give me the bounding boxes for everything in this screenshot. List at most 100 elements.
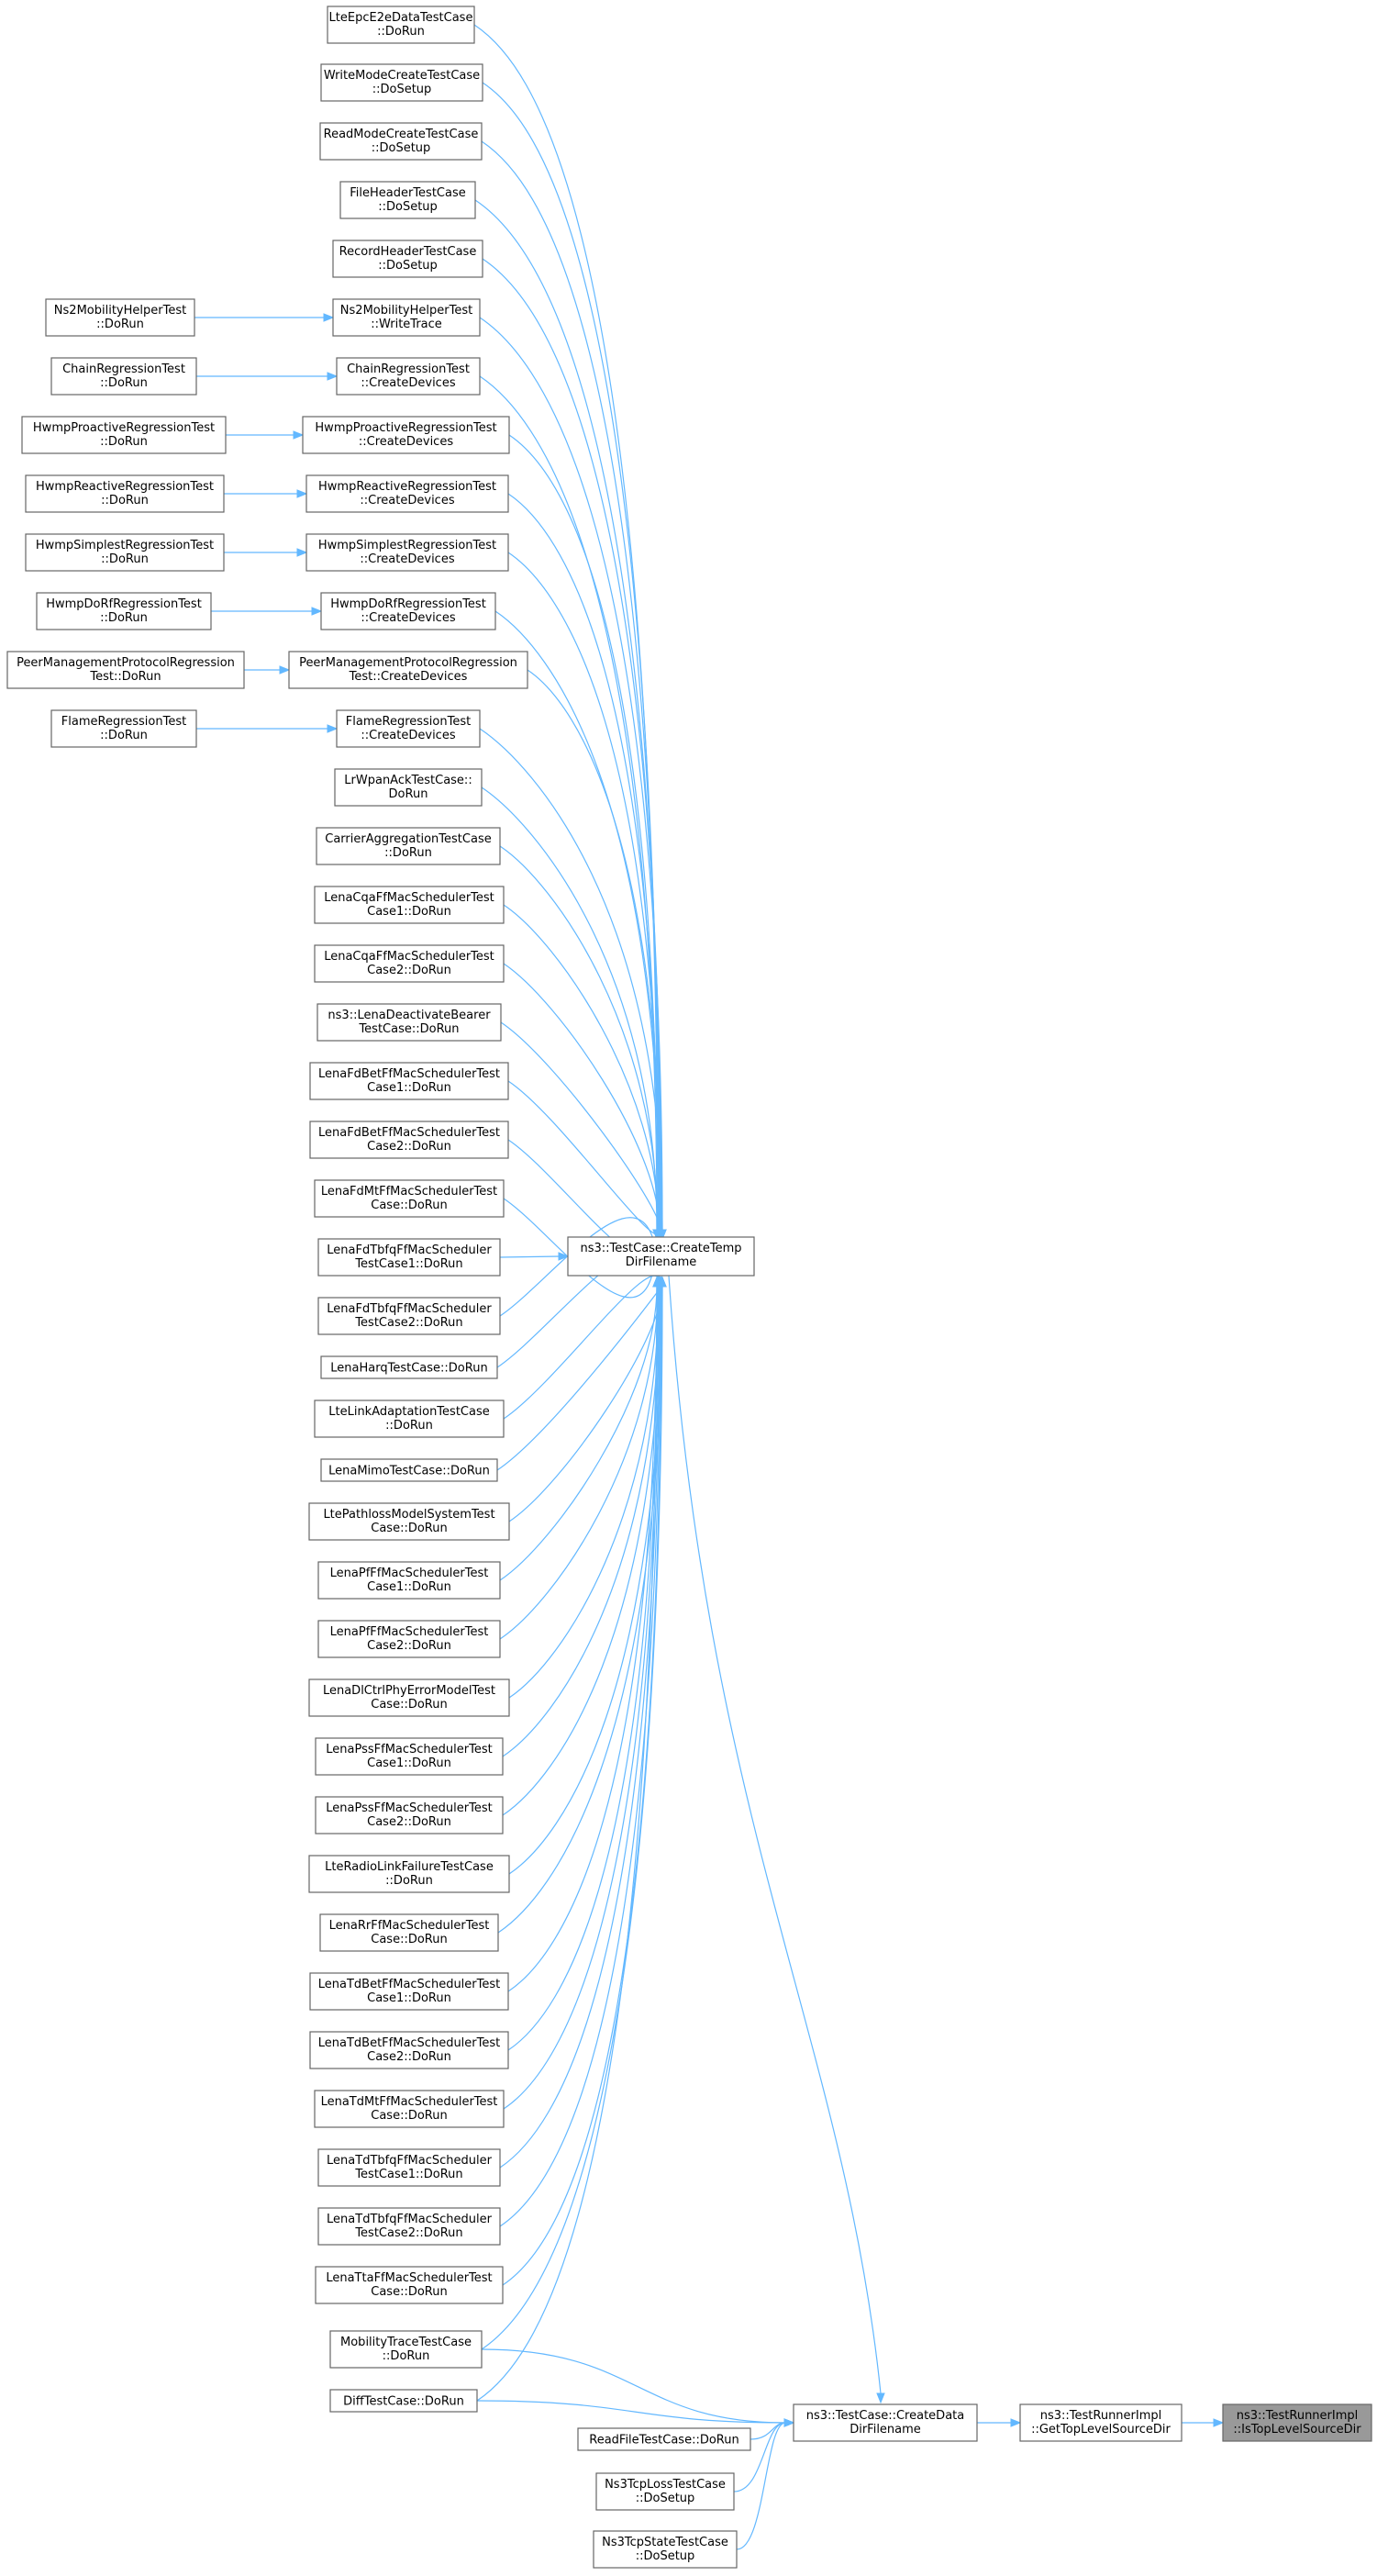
node-hwmpreadorun[interactable]: HwmpReactiveRegressionTest::DoRun (25, 474, 225, 513)
node-box[interactable] (336, 357, 481, 396)
node-hwmpdorfrun[interactable]: HwmpDoRfRegressionTest::DoRun (36, 592, 212, 630)
node-hwmpsimrun[interactable]: HwmpSimplestRegressionTest::DoRun (25, 533, 225, 572)
node-carrier[interactable]: CarrierAggregationTestCase::DoRun (316, 827, 501, 865)
node-box[interactable] (315, 2266, 504, 2304)
node-box[interactable] (36, 592, 212, 630)
node-readmode[interactable]: ReadModeCreateTestCase::DoSetup (319, 122, 483, 161)
node-box[interactable] (314, 1400, 505, 1438)
node-box[interactable] (320, 592, 496, 630)
node-box[interactable] (314, 2090, 505, 2128)
node-box[interactable] (332, 240, 483, 278)
node-box[interactable] (309, 2031, 509, 2069)
node-box[interactable] (308, 1502, 510, 1541)
node-peercd[interactable]: PeerManagementProtocolRegressionTest::Cr… (288, 651, 528, 689)
node-fileheader[interactable]: FileHeaderTestCase::DoSetup (339, 181, 476, 219)
node-box[interactable] (317, 2207, 501, 2246)
node-box[interactable] (305, 474, 509, 513)
node-box[interactable] (50, 357, 197, 396)
node-box[interactable] (309, 1972, 509, 2011)
node-chaindorun[interactable]: ChainRegressionTest::DoRun (50, 357, 197, 396)
node-flamecd[interactable]: FlameRegressionTest::CreateDevices (336, 709, 481, 748)
node-mimo[interactable]: LenaMimoTestCase::DoRun (320, 1458, 498, 1482)
node-box[interactable] (317, 1561, 501, 1600)
node-box[interactable] (329, 2330, 483, 2369)
node-box[interactable] (317, 1238, 501, 1277)
node-box[interactable] (339, 181, 476, 219)
node-box[interactable] (595, 2472, 735, 2511)
node-box[interactable] (316, 1003, 502, 1042)
node-box[interactable] (593, 2530, 738, 2569)
node-harq[interactable]: LenaHarqTestCase::DoRun (320, 1355, 498, 1379)
node-lteepc[interactable]: LteEpcE2eDataTestCase::DoRun (327, 6, 475, 44)
node-readfile[interactable]: ReadFileTestCase::DoRun (577, 2427, 751, 2451)
node-box[interactable] (25, 533, 225, 572)
node-box[interactable] (1222, 2403, 1372, 2442)
node-rlf[interactable]: LteRadioLinkFailureTestCase::DoRun (308, 1855, 510, 1893)
node-hwmpreacd[interactable]: HwmpReactiveRegressionTest::CreateDevice… (305, 474, 509, 513)
node-box[interactable] (319, 1913, 499, 1952)
node-hwmpdorfcd[interactable]: HwmpDoRfRegressionTest::CreateDevices (320, 592, 496, 630)
node-box[interactable] (308, 1678, 510, 1717)
node-box[interactable] (334, 768, 483, 807)
node-box[interactable] (309, 1062, 509, 1100)
node-box[interactable] (45, 298, 195, 337)
node-linkadapt[interactable]: LteLinkAdaptationTestCase::DoRun (314, 1400, 505, 1438)
node-box[interactable] (567, 1236, 755, 1277)
node-hwmpprorun[interactable]: HwmpProactiveRegressionTest::DoRun (21, 416, 227, 454)
node-box[interactable] (50, 709, 197, 748)
node-box[interactable] (308, 1855, 510, 1893)
node-box[interactable] (317, 2148, 501, 2187)
node-box[interactable] (320, 1355, 498, 1379)
node-ns2dorun[interactable]: Ns2MobilityHelperTest::DoRun (45, 298, 195, 337)
node-box[interactable] (329, 2389, 478, 2413)
node-box[interactable] (316, 827, 501, 865)
node-box[interactable] (314, 1179, 505, 1218)
node-tcpstate[interactable]: Ns3TcpStateTestCase::DoSetup (593, 2530, 738, 2569)
node-box[interactable] (6, 651, 245, 689)
node-box[interactable] (314, 886, 505, 924)
node-box[interactable] (327, 6, 475, 44)
node-box[interactable] (320, 1458, 498, 1482)
node-ns2writetrace[interactable]: Ns2MobilityHelperTest::WriteTrace (332, 298, 481, 337)
node-hwmpprocd[interactable]: HwmpProactiveRegressionTest::CreateDevic… (302, 416, 510, 454)
node-box[interactable] (577, 2427, 751, 2451)
node-box[interactable] (319, 122, 483, 161)
node-hwmpsimcd[interactable]: HwmpSimplestRegressionTest::CreateDevice… (305, 533, 509, 572)
node-gettop[interactable]: ns3::TestRunnerImpl::GetTopLevelSourceDi… (1019, 2403, 1183, 2442)
node-diff[interactable]: DiffTestCase::DoRun (329, 2389, 478, 2413)
node-peerrun[interactable]: PeerManagementProtocolRegressionTest::Do… (6, 651, 245, 689)
node-box[interactable] (309, 1121, 509, 1159)
node-flamerun[interactable]: FlameRegressionTest::DoRun (50, 709, 197, 748)
node-box[interactable] (288, 651, 528, 689)
node-box[interactable] (25, 474, 225, 513)
node-box[interactable] (314, 944, 505, 983)
node-box[interactable] (315, 1737, 504, 1776)
node-box[interactable] (332, 298, 481, 337)
node-writemode[interactable]: WriteModeCreateTestCase::DoSetup (320, 63, 483, 102)
node-box[interactable] (1019, 2403, 1183, 2442)
node-box[interactable] (336, 709, 481, 748)
node-recordheader[interactable]: RecordHeaderTestCase::DoSetup (332, 240, 483, 278)
node-box[interactable] (317, 1297, 501, 1335)
node-box[interactable] (320, 63, 483, 102)
